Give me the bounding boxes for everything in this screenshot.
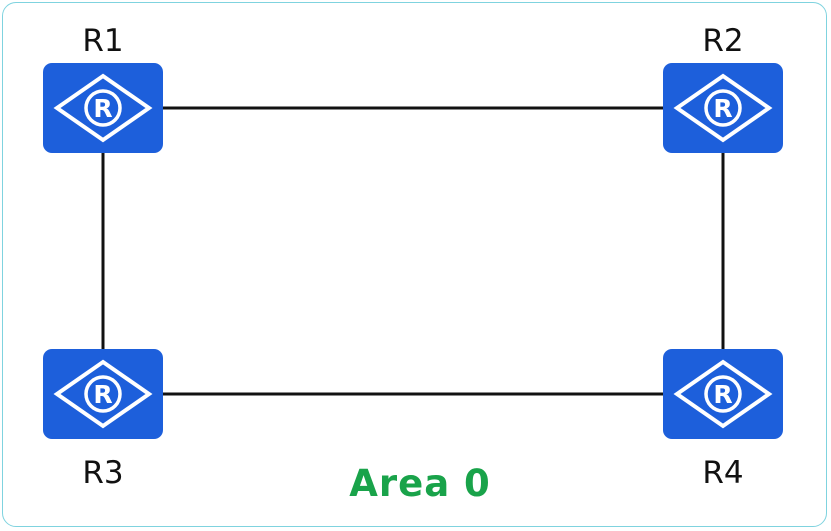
router-icon-circle	[84, 89, 122, 127]
router-r2[interactable]: R	[663, 63, 783, 153]
links-layer	[101, 106, 725, 396]
router-r3[interactable]: R	[43, 349, 163, 439]
area-label: Area 0	[349, 462, 491, 505]
router-r1[interactable]: R	[43, 63, 163, 153]
router-body	[663, 349, 783, 439]
router-icon-diamond	[53, 73, 153, 143]
router-body	[43, 63, 163, 153]
router-label-r1: R1	[82, 23, 124, 59]
router-r4[interactable]: R	[663, 349, 783, 439]
router-icon-circle	[84, 375, 122, 413]
router-label-r2: R2	[702, 23, 744, 59]
routers-layer: R R R R	[43, 63, 783, 439]
router-icon-letter: R	[713, 94, 732, 123]
router-icon-circle	[704, 89, 742, 127]
router-icon-letter: R	[93, 380, 112, 409]
router-icon-letter: R	[713, 380, 732, 409]
router-label-r4: R4	[702, 455, 744, 491]
router-icon-diamond	[673, 73, 773, 143]
router-icon-diamond	[673, 359, 773, 429]
router-body	[663, 63, 783, 153]
router-icon-circle	[704, 375, 742, 413]
router-label-r3: R3	[82, 455, 124, 491]
router-body	[43, 349, 163, 439]
router-icon-letter: R	[93, 94, 112, 123]
router-icon-diamond	[53, 359, 153, 429]
